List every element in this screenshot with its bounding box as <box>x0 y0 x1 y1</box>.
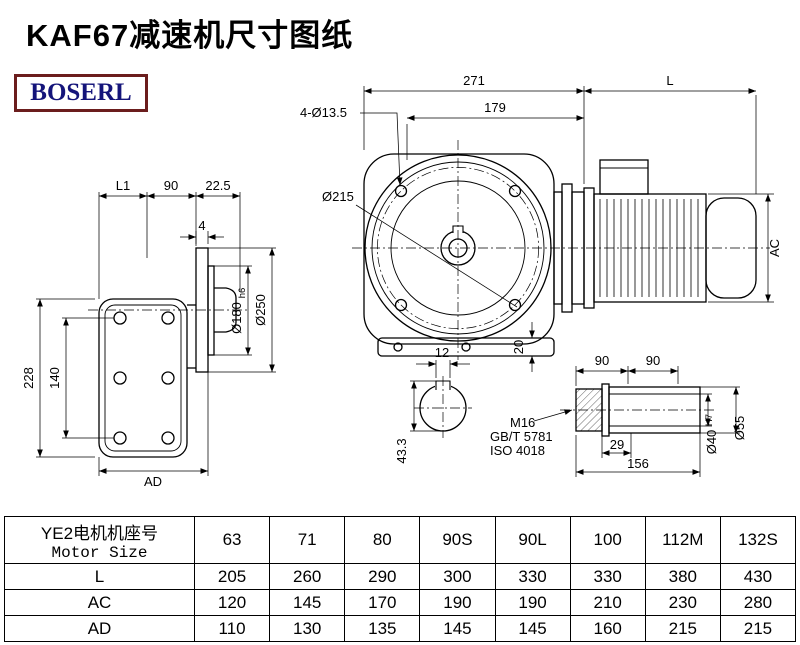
table-cell: 145 <box>494 615 571 642</box>
table-cell: 215 <box>719 615 797 642</box>
shaft-end-dimensions <box>410 360 470 432</box>
table-header-row: YE2电机机座号 Motor Size 63 71 80 90S 90L 100… <box>4 516 797 564</box>
table-cell: 120 <box>193 589 271 616</box>
dim-4: 4 <box>198 218 205 233</box>
table-cell: 380 <box>644 563 721 590</box>
dimension-table: YE2电机机座号 Motor Size 63 71 80 90S 90L 100… <box>4 516 797 642</box>
motor-size-label-en: Motor Size <box>51 543 148 562</box>
dim-ad: AD <box>144 474 162 489</box>
dim-29: 29 <box>610 437 624 452</box>
table-cell: 205 <box>193 563 271 590</box>
dim-179: 179 <box>484 100 506 115</box>
dim-d180: Ø180 <box>229 302 244 334</box>
table-cell: 190 <box>494 589 571 616</box>
page-title: KAF67减速机尺寸图纸 <box>26 18 354 53</box>
table-cell: 110 <box>193 615 271 642</box>
front-view-outline <box>363 153 757 357</box>
dim-20: 20 <box>511 340 526 354</box>
table-cell: 280 <box>719 589 797 616</box>
dim-271: 271 <box>463 73 485 88</box>
dim-43-3: 43.3 <box>394 438 409 463</box>
table-cell: 190 <box>419 589 496 616</box>
table-cell-size-112m: 112M <box>644 516 721 564</box>
table-cell: 130 <box>269 615 346 642</box>
table-row-ac: AC 120 145 170 190 190 210 230 280 <box>4 589 797 616</box>
shaft-end-centerlines <box>414 376 472 438</box>
table-row-ad: AD 110 130 135 145 145 160 215 215 <box>4 615 797 642</box>
table-cell: 160 <box>569 615 646 642</box>
side-view-dimensions <box>36 192 276 476</box>
table-cell-size-80: 80 <box>344 516 421 564</box>
dim-ac: AC <box>767 239 782 257</box>
table-cell-size-132s: 132S <box>719 516 797 564</box>
dim-12: 12 <box>435 345 449 360</box>
table-cell: 300 <box>419 563 496 590</box>
dim-d180-tol: h6 <box>237 288 248 299</box>
table-cell: 330 <box>569 563 646 590</box>
table-cell: 210 <box>569 589 646 616</box>
table-cell: 170 <box>344 589 421 616</box>
table-cell: 430 <box>719 563 797 590</box>
side-view-outline <box>98 247 237 458</box>
table-cell: 215 <box>644 615 721 642</box>
table-cell: 145 <box>419 615 496 642</box>
dim-22-5: 22.5 <box>205 178 230 193</box>
dim-156: 156 <box>627 456 649 471</box>
shaft-end-outline <box>419 379 467 432</box>
dim-228: 228 <box>21 367 36 389</box>
dim-bolt-holes: 4-Ø13.5 <box>300 105 347 120</box>
section-dimensions <box>533 366 740 477</box>
dim-90a: 90 <box>595 353 609 368</box>
dim-d215: Ø215 <box>322 189 354 204</box>
dim-d250: Ø250 <box>253 294 268 326</box>
dim-d40-tol: H7 <box>704 414 715 426</box>
table-row-l: L 205 260 290 300 330 330 380 430 <box>4 563 797 590</box>
boserl-logo: BOSERL <box>14 74 148 112</box>
motor-size-header: YE2电机机座号 Motor Size <box>4 516 195 564</box>
dim-d55: Ø55 <box>732 416 747 441</box>
table-cell: 330 <box>494 563 571 590</box>
row-label-ad: AD <box>4 615 195 642</box>
label-m16: M16 <box>510 415 535 430</box>
front-view-centerlines <box>352 140 770 360</box>
table-cell-size-90l: 90L <box>494 516 571 564</box>
dim-l1: L1 <box>116 178 130 193</box>
dim-90: 90 <box>164 178 178 193</box>
table-cell: 135 <box>344 615 421 642</box>
motor-size-label-cn: YE2电机机座号 <box>40 523 159 543</box>
label-gb-standard: GB/T 5781 <box>490 429 553 444</box>
row-label-ac: AC <box>4 589 195 616</box>
dim-d40: Ø40 <box>704 430 719 455</box>
label-iso-standard: ISO 4018 <box>490 443 545 458</box>
row-label-l: L <box>4 563 195 590</box>
table-cell-size-71: 71 <box>269 516 346 564</box>
dim-140: 140 <box>47 367 62 389</box>
table-cell: 230 <box>644 589 721 616</box>
dim-90b: 90 <box>646 353 660 368</box>
table-cell: 260 <box>269 563 346 590</box>
dim-l: L <box>666 73 673 88</box>
table-cell: 145 <box>269 589 346 616</box>
table-cell-size-90s: 90S <box>419 516 496 564</box>
table-cell-size-100: 100 <box>569 516 646 564</box>
table-cell-size-63: 63 <box>193 516 271 564</box>
technical-drawing: L1 90 22.5 4 228 140 AD Ø180 h6 Ø250 <box>21 73 782 489</box>
front-view-dimensions <box>355 86 774 372</box>
table-cell: 290 <box>344 563 421 590</box>
logo-text: BOSERL <box>30 79 132 106</box>
